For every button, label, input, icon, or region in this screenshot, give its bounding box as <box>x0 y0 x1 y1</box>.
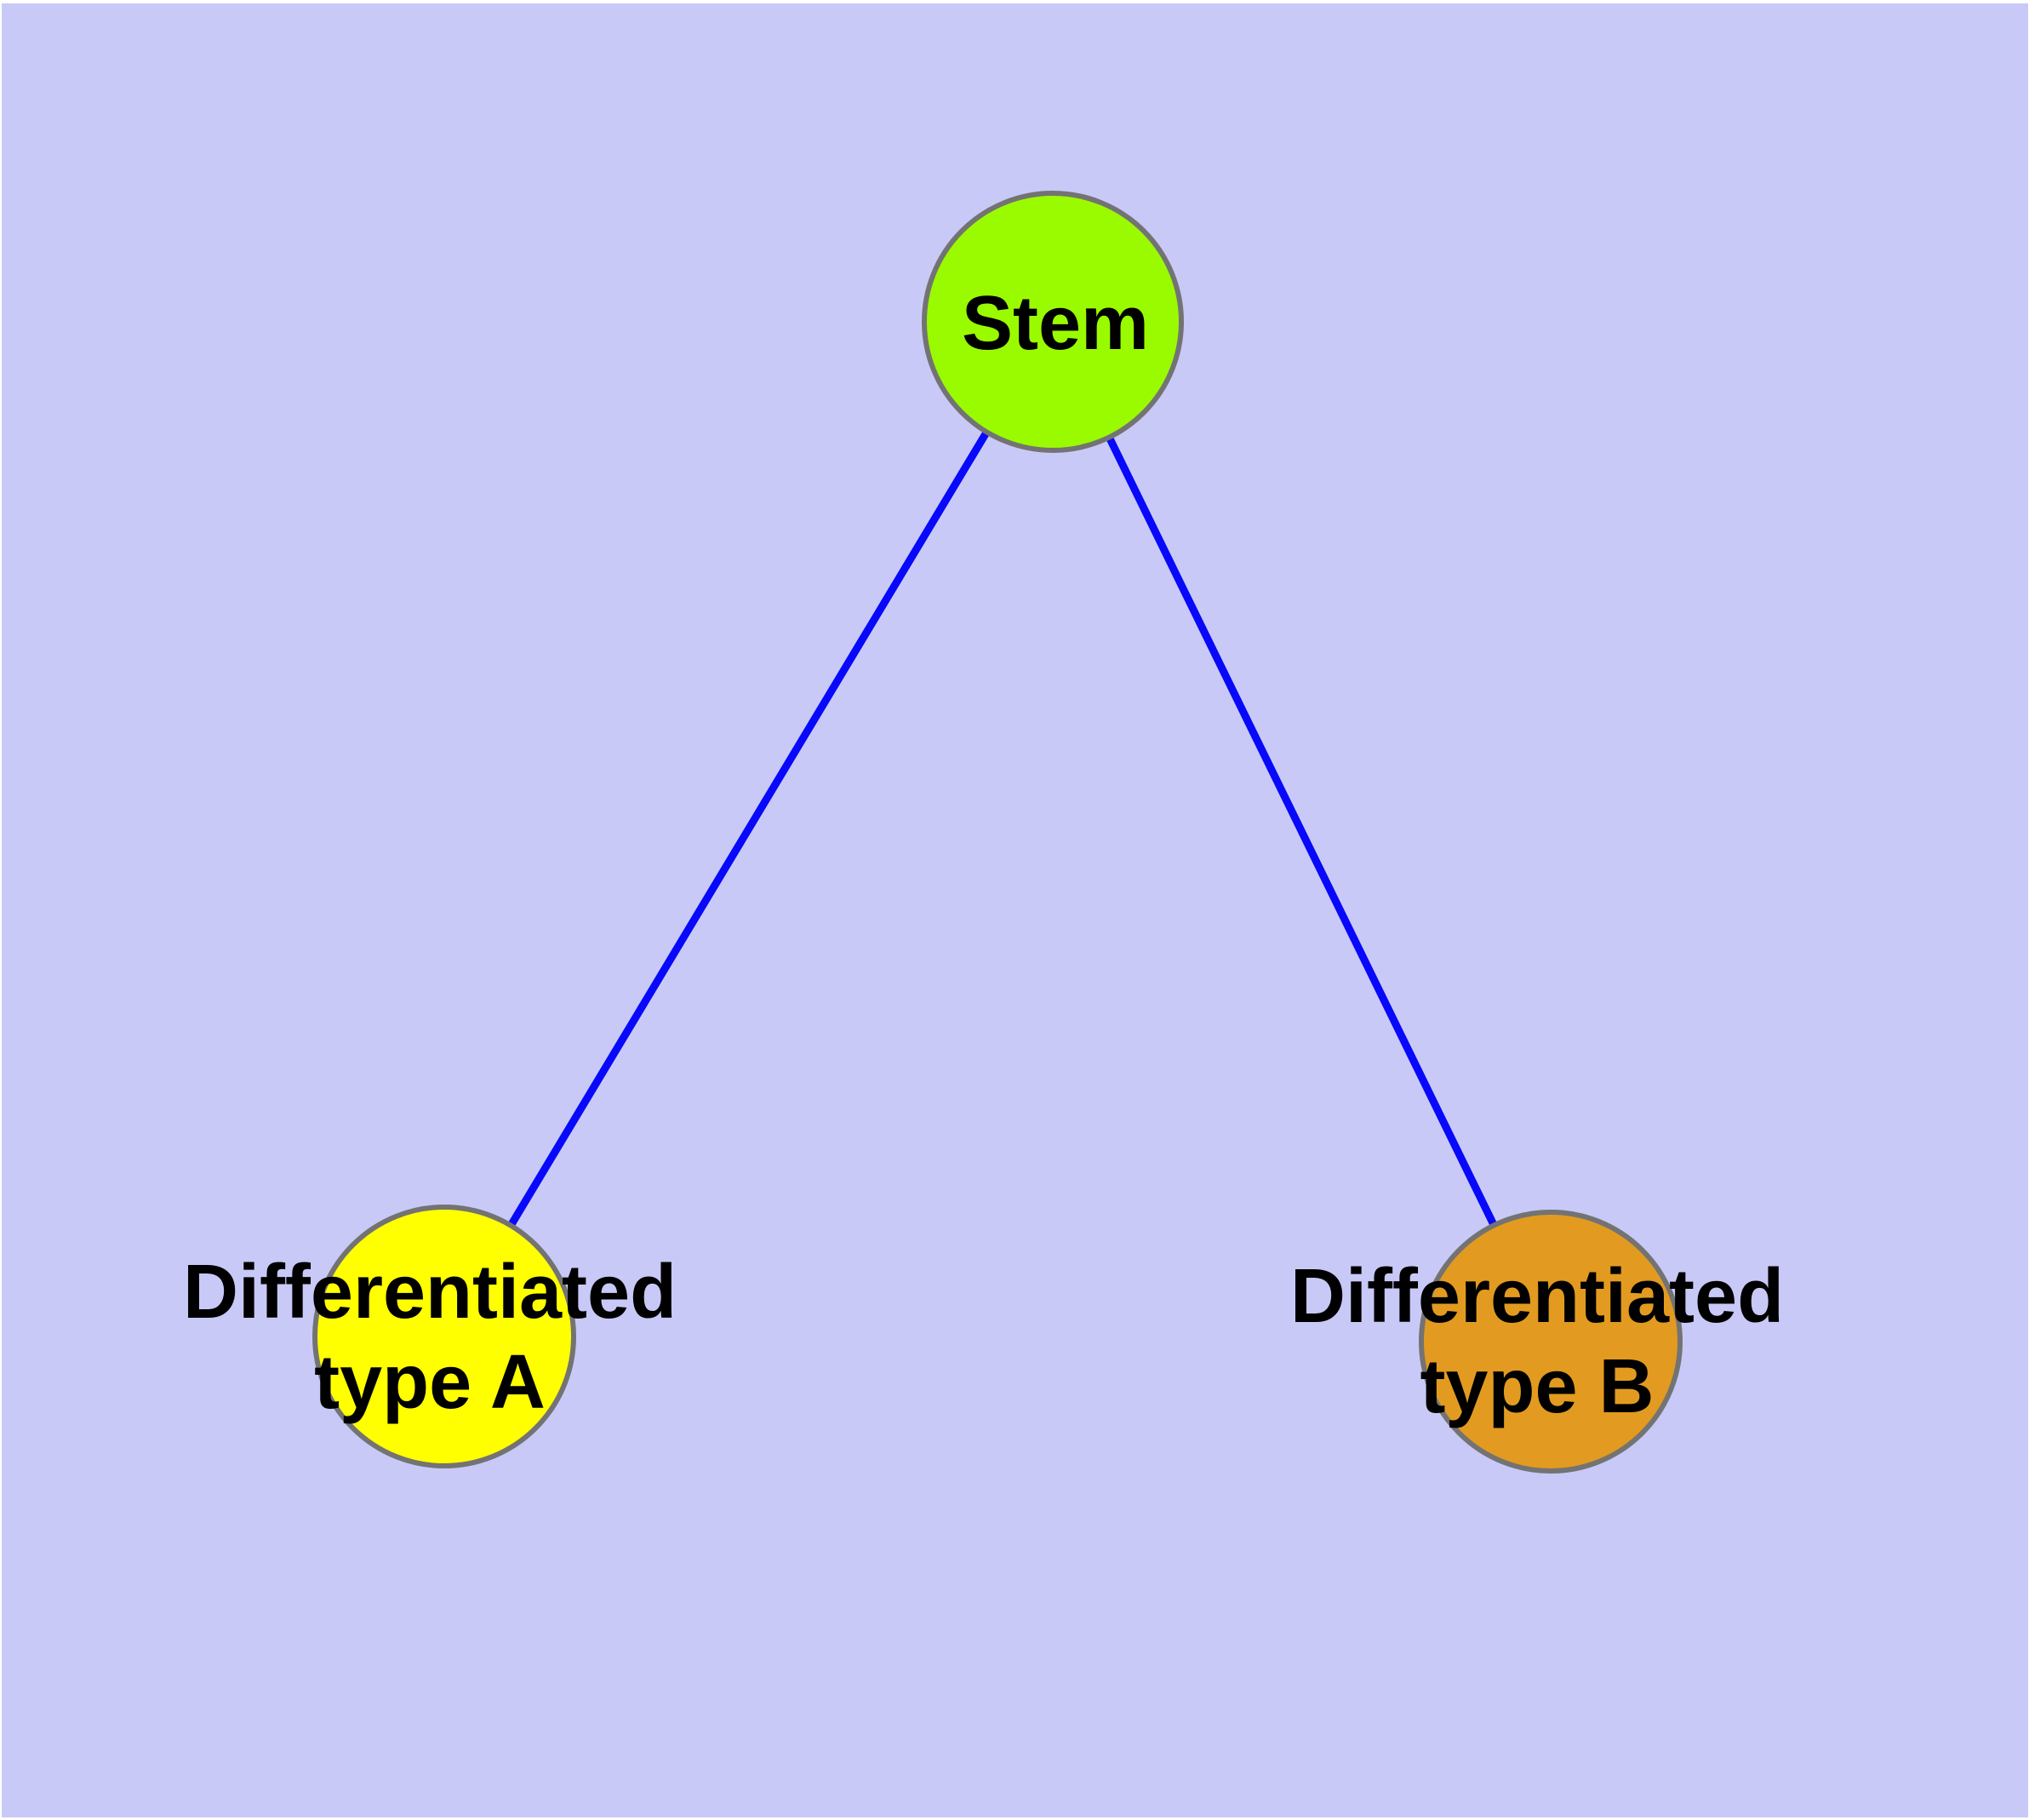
edge-stem-type-b <box>1049 320 1555 1343</box>
node-type-a-circle <box>312 1205 576 1468</box>
node-type-b-circle <box>1419 1210 1683 1474</box>
graph-plot-area: Stem Differentiated type A Differentiate… <box>2 3 2028 1817</box>
graph-svg <box>312 191 1683 1474</box>
edge-stem-type-a <box>441 319 1056 1339</box>
node-stem-circle <box>922 191 1184 453</box>
